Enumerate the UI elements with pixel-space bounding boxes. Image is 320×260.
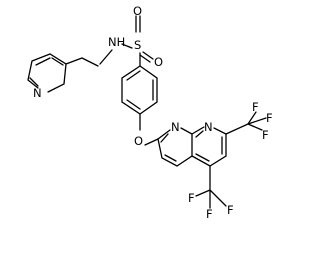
- atom-label-n-pyridine: N: [33, 86, 42, 100]
- atom-label-f3: F: [262, 128, 269, 142]
- atom-label-f2: F: [266, 111, 273, 125]
- atom-label-o-sulfonyl-right: O: [154, 55, 163, 69]
- atom-label-s: S: [134, 38, 141, 52]
- atom-label-o-ether: O: [134, 134, 143, 148]
- atom-label-nh: NH: [108, 35, 125, 49]
- atom-label-f6: F: [227, 203, 234, 217]
- atom-label-f1: F: [252, 100, 259, 114]
- structure-canvas: N NH S O O O N N F F F F F F: [27, 4, 273, 221]
- atom-label-f4: F: [188, 191, 195, 205]
- atom-label-o-sulfonyl-top: O: [133, 4, 142, 18]
- atom-label-f5: F: [206, 207, 213, 221]
- molecule-structure: N NH S O O O N N F F F F F F: [27, 4, 273, 221]
- atom-label-n-naphthyridine-1: N: [171, 120, 180, 134]
- bond-lines: [27, 15, 267, 209]
- atom-label-n-naphthyridine-2: N: [204, 120, 213, 134]
